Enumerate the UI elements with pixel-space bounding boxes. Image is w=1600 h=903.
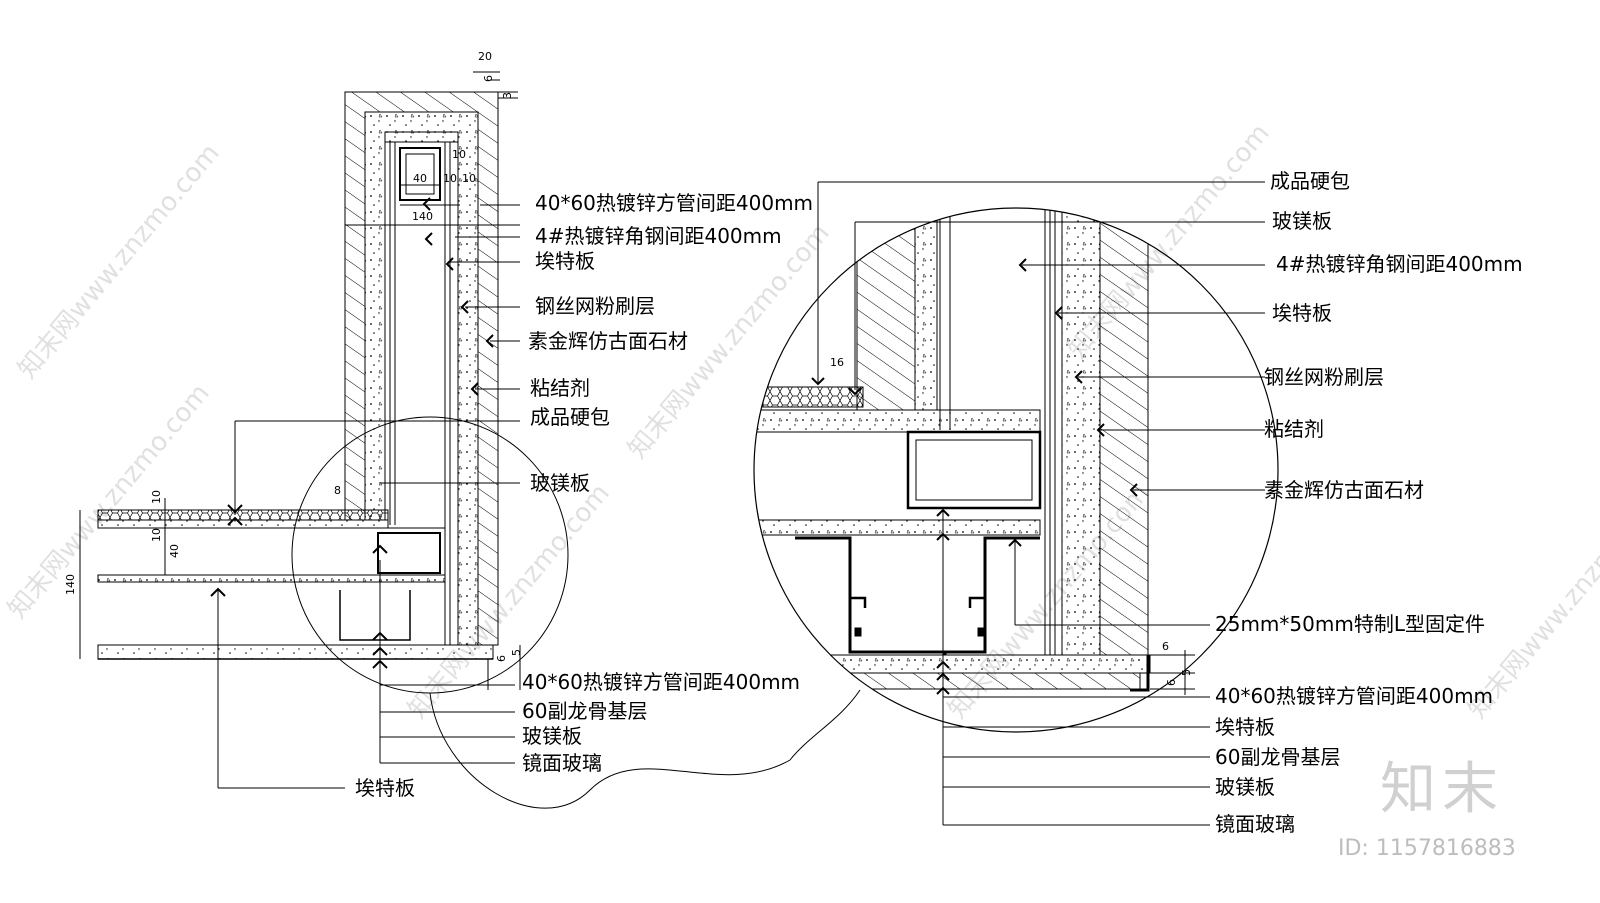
- sub-keel-channel: [940, 536, 1040, 654]
- material-label: 60副龙骨基层: [522, 699, 647, 723]
- dimension-label: 16: [830, 356, 844, 369]
- mirror-glass: [97, 644, 494, 660]
- steel-tube: [906, 430, 1042, 510]
- material-label: 埃特板: [355, 776, 415, 800]
- callout-connector: [429, 689, 861, 809]
- material-label: 镜面玻璃: [1215, 812, 1295, 836]
- material-label: 埃特板: [1272, 301, 1332, 325]
- material-label: 素金辉仿古面石材: [1264, 478, 1424, 502]
- material-label: 玻镁板: [530, 471, 590, 495]
- material-label: 钢丝网粉刷层: [1264, 365, 1384, 389]
- steel-tube: [377, 532, 441, 574]
- material-label: 镜面玻璃: [522, 751, 602, 775]
- material-label: 钢丝网粉刷层: [535, 294, 655, 318]
- dimension-label: 140: [412, 210, 433, 223]
- dimension-label: 6: [1165, 679, 1178, 686]
- dimension-label: 10: [443, 172, 457, 185]
- board-layer: [384, 131, 459, 143]
- dimension-label: 3: [501, 92, 514, 99]
- dimension-label: 10: [462, 172, 476, 185]
- sub-keel-channel: [795, 536, 947, 655]
- dimension-label: 10: [452, 148, 466, 161]
- dimension-label: 10: [150, 528, 163, 542]
- right-labels: 成品硬包 玻镁板 4#热镀锌角钢间距400mm 埃特板 钢丝网粉刷层 粘结剂 素…: [1215, 169, 1523, 836]
- dimension-label: 10: [150, 490, 163, 504]
- material-label: 素金辉仿古面石材: [528, 329, 688, 353]
- material-label: 40*60热镀锌方管间距400mm: [522, 670, 800, 694]
- material-label: 成品硬包: [1270, 169, 1350, 193]
- material-label: 4#热镀锌角钢间距400mm: [1276, 252, 1523, 276]
- dimension-label: 6: [482, 75, 495, 82]
- right-enlarged-view: [753, 181, 1279, 826]
- left-section-view: [79, 71, 861, 809]
- material-label: 40*60热镀锌方管间距400mm: [535, 191, 813, 215]
- detail-enlarged-circle: [753, 207, 1279, 733]
- material-label: 粘结剂: [530, 376, 590, 400]
- dimension-label: 20: [478, 50, 492, 63]
- dimension-label: 6: [495, 655, 508, 662]
- dimension-label: 40: [168, 544, 181, 558]
- brand-id-label: ID: 1157816883: [1338, 836, 1516, 861]
- dimension-label: 6: [1162, 640, 1169, 653]
- left-labels: 40*60热镀锌方管间距400mm 4#热镀锌角钢间距400mm 埃特板 钢丝网…: [355, 191, 813, 800]
- dimension-label: 5: [510, 649, 523, 656]
- dimension-label: 40: [413, 172, 427, 185]
- left-dimension-texts: 20 6 3 40 10 10 10 140 8 10 10 40 140 6 …: [64, 50, 523, 662]
- material-label: 埃特板: [1215, 715, 1275, 739]
- honeycomb-panel: [97, 509, 389, 521]
- material-label: 玻镁板: [1272, 209, 1332, 233]
- material-label: 4#热镀锌角钢间距400mm: [535, 224, 782, 248]
- material-label: 25mm*50mm特制L型固定件: [1215, 612, 1485, 636]
- material-label: 玻镁板: [522, 724, 582, 748]
- brand-logo-text: 知末: [1380, 757, 1504, 822]
- material-label: 成品硬包: [530, 405, 610, 429]
- watermark-text: 知末网www.znzmo.com: [2, 378, 215, 624]
- material-label: 粘结剂: [1264, 417, 1324, 441]
- material-label: 60副龙骨基层: [1215, 745, 1340, 769]
- dimension-label: 8: [334, 484, 341, 497]
- watermark-text: 知末网www.znzmo.com: [12, 138, 225, 384]
- material-label: 40*60热镀锌方管间距400mm: [1215, 684, 1493, 708]
- stone-cladding: [1099, 208, 1149, 656]
- dimension-label: 5: [1180, 669, 1193, 676]
- plaster-layer: [1061, 208, 1101, 656]
- right-dimension-texts: 16 6 5 6: [830, 356, 1193, 686]
- steel-tube: [399, 147, 441, 201]
- material-label: 玻镁板: [1215, 775, 1275, 799]
- material-label: 埃特板: [535, 249, 595, 273]
- plaster-layer: [364, 111, 479, 646]
- dimension-label: 140: [64, 574, 77, 595]
- honeycomb-panel: [762, 386, 864, 408]
